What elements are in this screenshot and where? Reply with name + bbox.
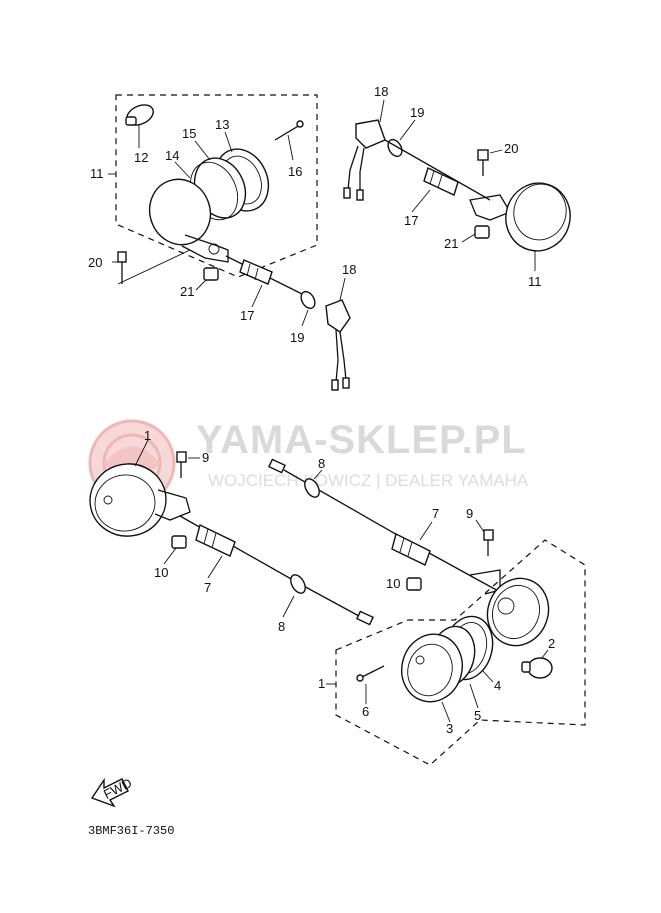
callout-2: 2 xyxy=(548,636,555,651)
callout-9: 9 xyxy=(466,506,473,521)
callout-11: 11 xyxy=(90,166,104,181)
callout-6: 6 xyxy=(362,704,369,719)
top-right-assembly: 18 19 20 17 21 11 xyxy=(343,84,571,289)
screw-icon xyxy=(176,451,187,478)
lamp-lens-icon xyxy=(401,633,463,703)
callout-7: 7 xyxy=(204,580,211,595)
callout-5: 5 xyxy=(474,708,481,723)
socket-cord-icon xyxy=(268,458,501,593)
socket-cord-icon xyxy=(225,255,311,299)
callout-10: 10 xyxy=(154,565,168,580)
callout-9: 9 xyxy=(202,450,209,465)
callout-7: 7 xyxy=(432,506,439,521)
bottom-right-assembly: 8 7 9 10 1 2 4 6 3 5 xyxy=(268,456,586,766)
nut-icon xyxy=(406,577,422,591)
grommet-icon xyxy=(290,574,374,626)
screw-icon xyxy=(356,665,385,682)
grommet-icon xyxy=(387,138,403,158)
callout-19: 19 xyxy=(290,330,304,345)
bulb-icon xyxy=(125,104,154,126)
callout-1: 1 xyxy=(144,428,151,443)
connector-icon xyxy=(343,119,386,201)
callout-20: 20 xyxy=(504,141,518,156)
top-left-assembly: 11 12 13 14 15 16 17 18 19 20 21 xyxy=(88,94,356,391)
socket-cord-icon xyxy=(179,515,371,623)
connector-icon xyxy=(325,299,351,391)
lamp-housing-icon xyxy=(469,569,550,647)
callout-21: 21 xyxy=(444,236,458,251)
socket-cord-icon xyxy=(384,139,491,201)
callout-21: 21 xyxy=(180,284,194,299)
bulb-icon xyxy=(521,657,553,679)
callout-18: 18 xyxy=(374,84,388,99)
lamp-housing-icon xyxy=(469,182,571,252)
callout-13: 13 xyxy=(215,117,229,132)
callout-4: 4 xyxy=(494,678,501,693)
callout-10: 10 xyxy=(386,576,400,591)
callout-18: 18 xyxy=(342,262,356,277)
grommet-icon xyxy=(300,290,316,310)
lamp-housing-icon xyxy=(89,463,191,537)
callout-11: 11 xyxy=(528,274,542,289)
callout-14: 14 xyxy=(165,148,179,163)
watermark-title: YAMA-SKLEP.PL xyxy=(196,418,527,462)
bolt-icon xyxy=(477,149,489,176)
watermark-subtitle: WOJCIECH KOWICZ | DEALER YAMAHA xyxy=(208,471,529,490)
screw-icon xyxy=(274,120,304,141)
assembly-boundary xyxy=(335,539,586,766)
callout-3: 3 xyxy=(446,721,453,736)
diagram-code: 3BMF36I-7350 xyxy=(88,824,174,838)
callout-17: 17 xyxy=(404,213,418,228)
callout-16: 16 xyxy=(288,164,302,179)
callout-8: 8 xyxy=(318,456,325,471)
callout-8: 8 xyxy=(278,619,285,634)
nut-icon xyxy=(203,267,219,281)
nut-icon xyxy=(474,225,490,239)
callout-12: 12 xyxy=(134,150,148,165)
callout-15: 15 xyxy=(182,126,196,141)
callout-19: 19 xyxy=(410,105,424,120)
bottom-left-assembly: 1 9 10 7 8 xyxy=(89,428,374,634)
lamp-housing-icon xyxy=(148,178,229,263)
callout-20: 20 xyxy=(88,255,102,270)
forward-arrow-icon: FWD xyxy=(90,775,134,808)
callout-17: 17 xyxy=(240,308,254,323)
assembly-boundary xyxy=(115,94,318,278)
fwd-label: FWD xyxy=(101,775,134,802)
callout-1: 1 xyxy=(318,676,325,691)
nut-icon xyxy=(171,535,187,549)
screw-icon xyxy=(483,529,494,556)
bolt-icon xyxy=(117,251,127,284)
